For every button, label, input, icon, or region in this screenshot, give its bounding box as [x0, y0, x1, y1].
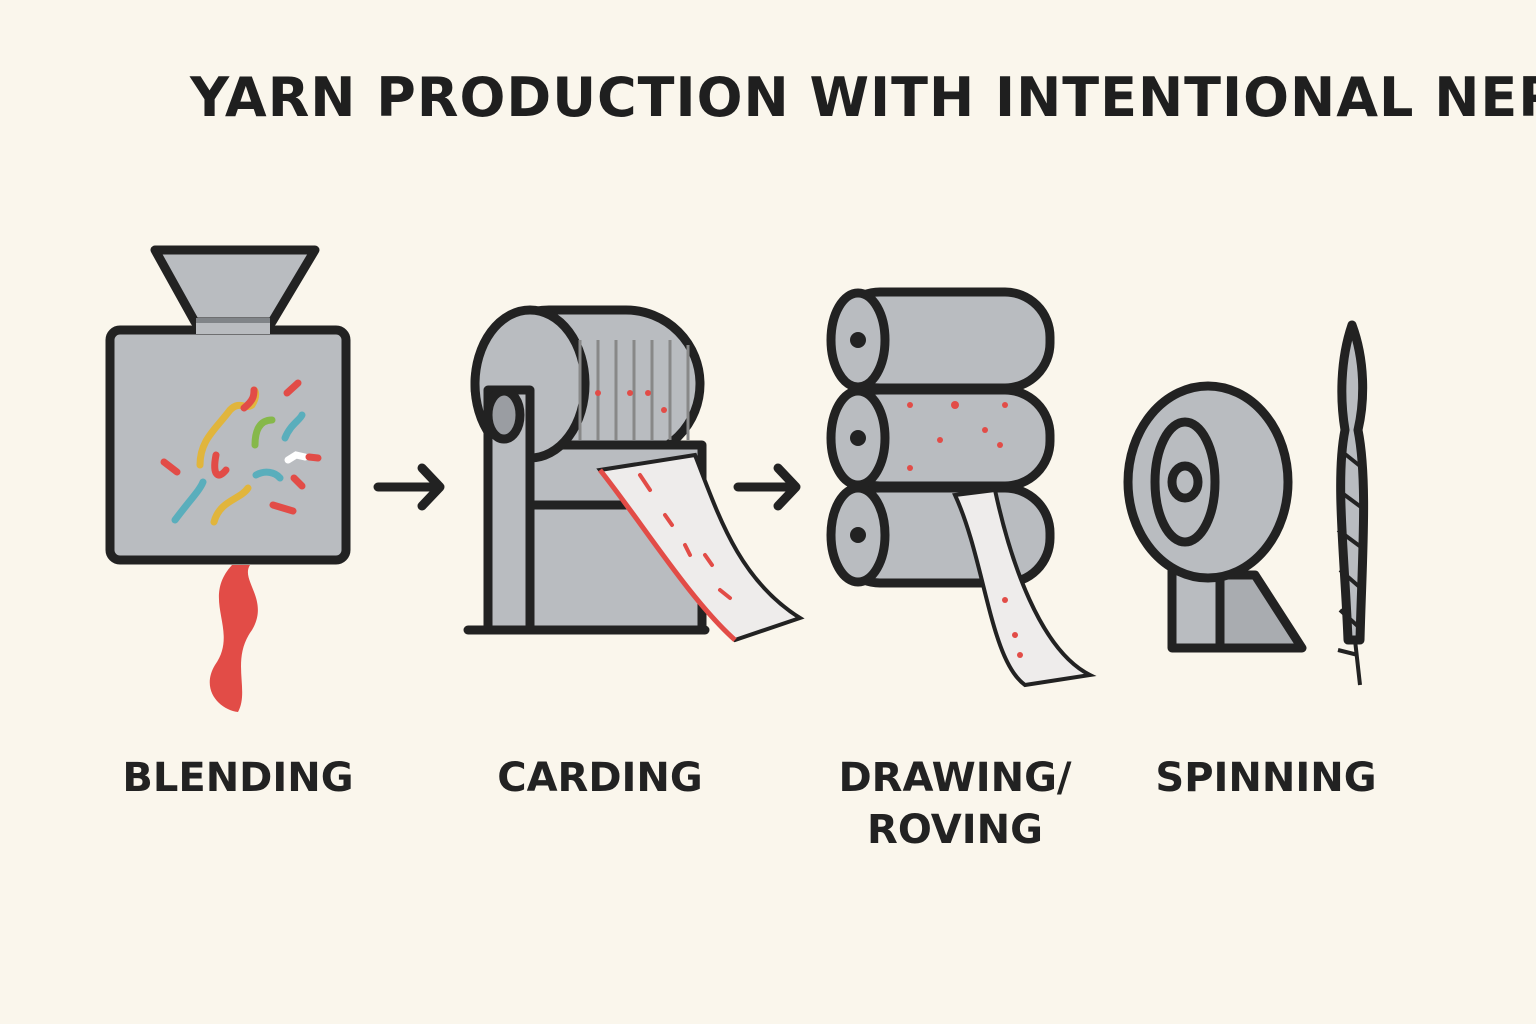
drawing-rollers-icon: [826, 287, 1097, 688]
diagram-title: YARN PRODUCTION WITH INTENTIONAL NEPS: [190, 66, 1536, 129]
arrow-icon: [733, 463, 801, 511]
step-label-drawing: DRAWING/: [838, 755, 1072, 801]
arrow-icon: [373, 463, 445, 511]
step-label-roving: ROVING: [867, 807, 1043, 853]
blending-machine-icon: [105, 245, 351, 712]
step-label-blending: BLENDING: [122, 755, 354, 801]
yarn-strand-icon: [1336, 320, 1369, 686]
step-label-drawing-roving: DRAWING/ ROVING: [830, 752, 1080, 856]
carding-machine-icon: [463, 305, 805, 643]
step-label-carding: CARDING: [497, 755, 703, 801]
spinning-frame-icon: [1123, 381, 1307, 653]
step-label-spinning: SPINNING: [1155, 755, 1377, 801]
